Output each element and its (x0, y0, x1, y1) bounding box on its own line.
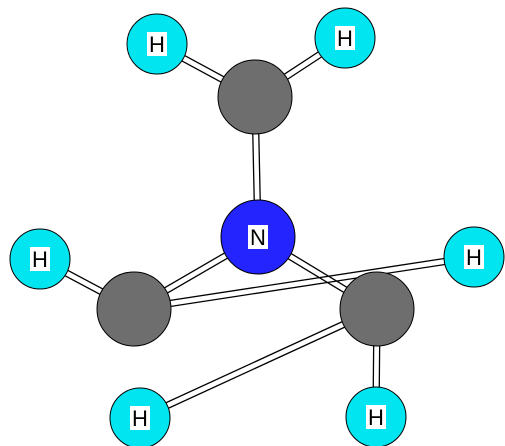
atom-label-background (30, 247, 50, 271)
atom-sphere (96, 271, 172, 347)
atom-sphere (217, 59, 293, 135)
bond-C3-H5 (138, 305, 379, 422)
atom-label: H (337, 26, 353, 51)
atom-label-background (464, 245, 484, 269)
atom-H5: H (109, 387, 171, 446)
atom-label: H (132, 406, 148, 431)
atom-label-background (335, 26, 355, 50)
atom-H4: H (443, 226, 505, 288)
atom-C1 (217, 59, 293, 135)
atom-label: H (368, 405, 384, 430)
atom-label-background (130, 406, 150, 430)
atom-N1: N (220, 199, 296, 275)
atom-label: H (32, 247, 48, 272)
atom-H2: H (314, 7, 376, 69)
bond-C2-H4 (133, 253, 475, 313)
atom-label-background (147, 32, 167, 56)
atom-C2 (96, 271, 172, 347)
atom-label: H (466, 245, 482, 270)
atom-label: H (149, 32, 165, 57)
atom-label: N (250, 225, 266, 250)
atom-H6: H (345, 386, 407, 446)
atom-sphere (339, 271, 415, 347)
atom-layer: N H H H H H H (9, 7, 505, 446)
atom-label-background (248, 225, 268, 249)
atom-H3: H (9, 228, 71, 290)
atom-H1: H (126, 13, 188, 75)
atom-label-background (366, 405, 386, 429)
atom-C3 (339, 271, 415, 347)
